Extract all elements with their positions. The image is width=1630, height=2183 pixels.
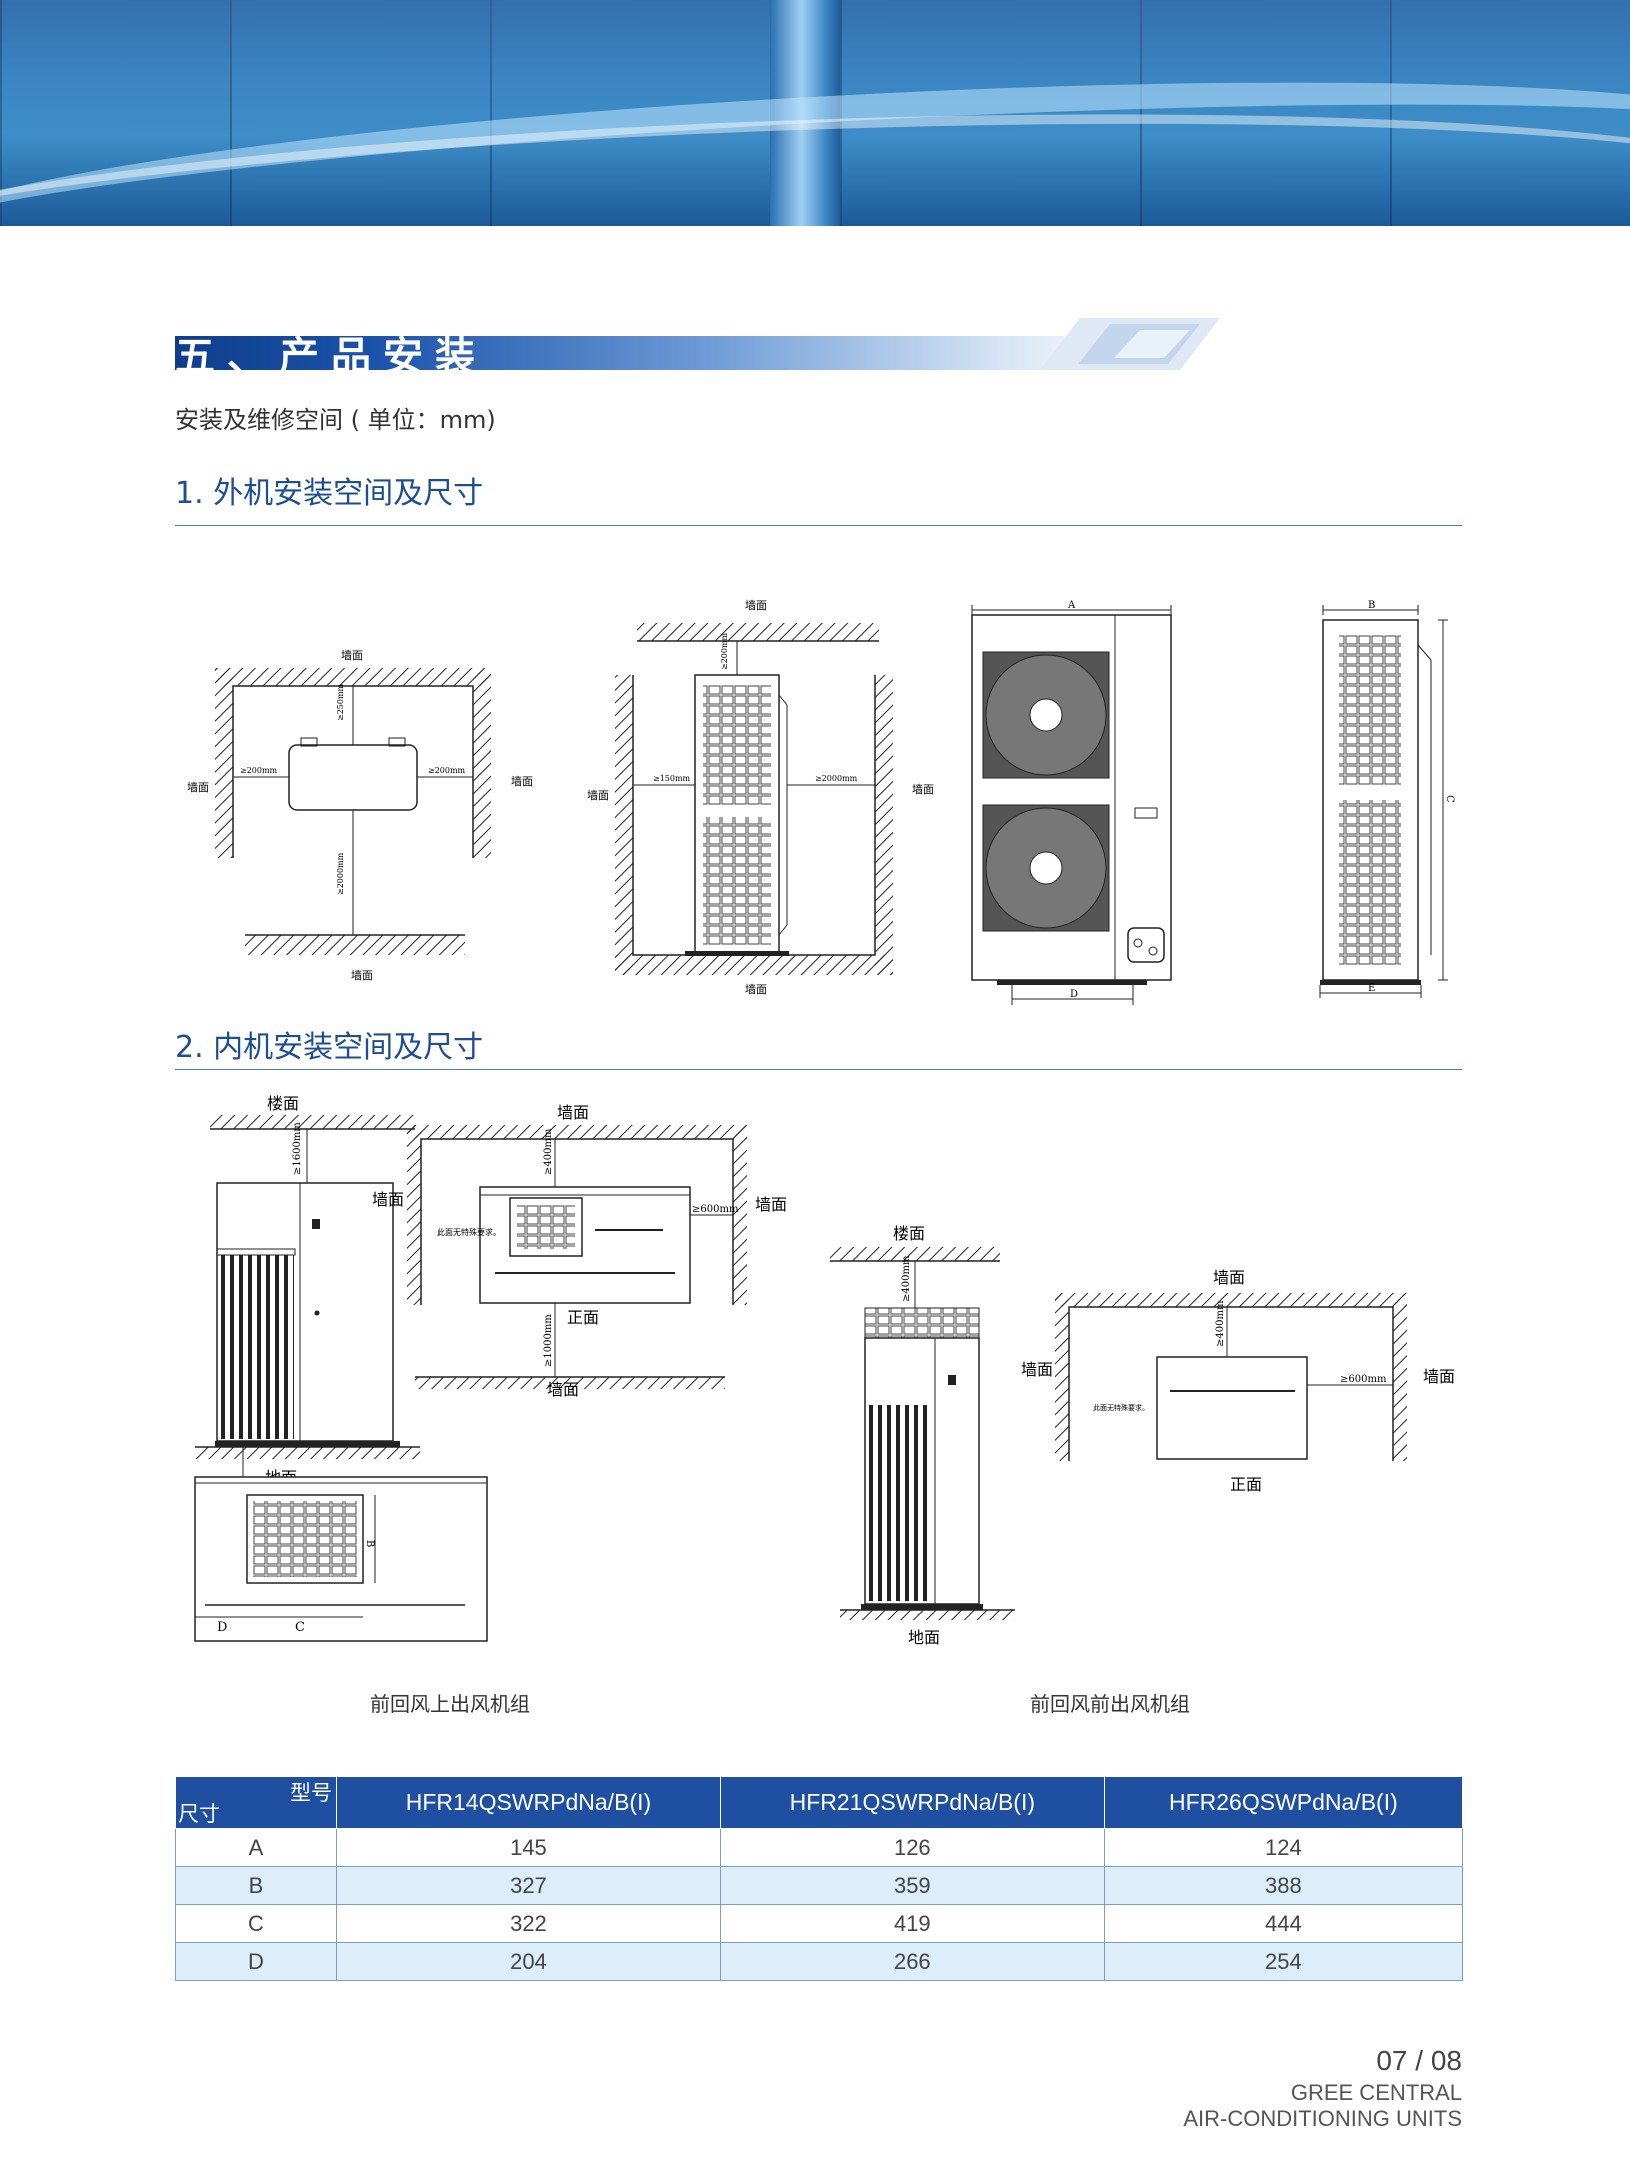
outdoor-front-wall-right: 墙面 [912, 782, 934, 796]
outdoor-front-clear-right: ≥2000mm [815, 774, 858, 783]
indoor-b-wall-bottom: 墙面 [547, 1380, 579, 1399]
indoor-frontflow-top-view: 墙面 墙面 墙面 此面无特殊要求。 ≥400mm ≥600mm 正面 [1021, 1268, 1455, 1494]
outdoor-front-wall-bottom: 墙面 [745, 982, 767, 996]
outdoor-top-clear-right: ≥200mm [428, 766, 466, 775]
indoor-upflow-top-view: 墙面 墙面 墙面 此面无特殊要求。 ≥400mm ≥600mm ≥1000mm … [372, 1103, 787, 1399]
table-cell: 126 [719, 1828, 1105, 1867]
section-stripes-decoration [1040, 318, 1220, 370]
indoor-dim-C: C [295, 1620, 305, 1635]
table-row: B 327 359 388 [175, 1866, 1464, 1905]
indoor-heading-rule [175, 1069, 1462, 1070]
table-cell: 419 [719, 1904, 1105, 1943]
outdoor-top-wall-top: 墙面 [341, 648, 363, 662]
outdoor-dim-A: A [1067, 600, 1076, 611]
indoor-upflow-dimension-view: A B D C [194, 1447, 488, 1642]
table-cell: 388 [1103, 1866, 1464, 1905]
indoor-b-wall-right: 墙面 [755, 1195, 787, 1214]
header-banner [0, 0, 1630, 226]
indoor-b-front-label: 正面 [567, 1308, 599, 1327]
indoor-upflow-side-view: 楼面 ≥1600mm 地面 [195, 1094, 420, 1487]
outdoor-heading: 1. 外机安装空间及尺寸 [175, 476, 484, 511]
outdoor-top-wall-left: 墙面 [187, 780, 209, 794]
table-header-model-3: HFR26QSWPdNa/B(I) [1103, 1776, 1464, 1829]
brand-line-1: GREE CENTRAL [1290, 2080, 1462, 2105]
indoor-b-clear-right: ≥600mm [692, 1204, 739, 1215]
table-corner-model: 型号 [290, 1782, 332, 1805]
table-cell: 322 [336, 1904, 721, 1943]
indoor-d-clear-top: ≥400mm [1215, 1300, 1226, 1347]
outdoor-front-clear-top: ≥200mm [720, 632, 729, 670]
indoor-b-clear-bottom: ≥1000mm [543, 1314, 554, 1367]
indoor-a-floor-label: 楼面 [267, 1094, 299, 1113]
table-cell-dim: B [175, 1866, 337, 1905]
table-row: D 204 266 254 [175, 1942, 1464, 1981]
table-cell: 444 [1103, 1904, 1464, 1943]
page-number: 07 / 08 [1376, 2045, 1462, 2076]
table-row: A 145 126 124 [175, 1828, 1464, 1867]
table-header-model-1: HFR14QSWRPdNa/B(I) [336, 1776, 721, 1829]
indoor-d-wall-top: 墙面 [1213, 1268, 1245, 1287]
indoor-b-clear-top: ≥400mm [543, 1128, 554, 1175]
table-cell: 359 [719, 1866, 1105, 1905]
table-cell-dim: C [175, 1904, 337, 1943]
indoor-a-clear-top: ≥1600mm [292, 1122, 303, 1175]
table-row: C 322 419 444 [175, 1904, 1464, 1943]
table-cell: 254 [1103, 1942, 1464, 1981]
table-cell: 124 [1103, 1828, 1464, 1867]
indoor-diagram: 楼面 ≥1600mm 地面 墙面 墙面 墙面 此面无特殊要求。 ≥400mm [194, 1094, 1455, 1647]
outdoor-top-wall-bottom: 墙面 [351, 968, 373, 982]
outdoor-dim-D: D [1070, 989, 1078, 1000]
indoor-dim-B: B [364, 1540, 375, 1547]
outdoor-diagram: ≥250mm ≥2000mm ≥200mm ≥200mm 墙面 墙面 墙面 墙面… [187, 598, 1455, 1005]
indoor-heading: 2. 内机安装空间及尺寸 [175, 1030, 484, 1065]
indoor-d-wall-left: 墙面 [1021, 1360, 1053, 1379]
outdoor-dim-C: C [1444, 795, 1455, 803]
outdoor-front-clear-left: ≥150mm [653, 774, 691, 783]
outdoor-dim-B: B [1368, 600, 1375, 611]
indoor-d-wall-right: 墙面 [1423, 1367, 1455, 1386]
indoor-d-front-label: 正面 [1230, 1475, 1262, 1494]
outdoor-front-view: ≥200mm ≥150mm ≥2000mm 墙面 墙面 墙面 墙面 [587, 598, 934, 996]
table-cell: 266 [719, 1942, 1105, 1981]
section-title-bar: 五、产品安装 [175, 336, 1135, 370]
indoor-frontflow-side-view: 楼面 ≥400mm 地面 [830, 1224, 1015, 1647]
table-cell: 145 [336, 1828, 721, 1867]
indoor-b-note: 此面无特殊要求。 [437, 1227, 501, 1237]
indoor-d-note: 此面无特殊要求。 [1093, 1403, 1149, 1412]
table-header-model-2: HFR21QSWRPdNa/B(I) [719, 1776, 1105, 1829]
table-cell: 327 [336, 1866, 721, 1905]
brand-line-2: AIR-CONDITIONING UNITS [1183, 2106, 1462, 2131]
indoor-b-wall-left: 墙面 [372, 1190, 404, 1209]
outdoor-top-clear-top: ≥250mm [336, 683, 345, 721]
table-cell: 204 [336, 1942, 721, 1981]
banner-pipe [770, 0, 840, 226]
caption-upflow-unit: 前回风上出风机组 [370, 1692, 530, 1716]
table-corner-header: 型号 尺寸 [175, 1776, 337, 1829]
indoor-c-clear-top: ≥400mm [901, 1255, 912, 1302]
indoor-d-clear-right: ≥600mm [1340, 1374, 1387, 1385]
indoor-c-floor-label: 楼面 [893, 1224, 925, 1243]
outdoor-top-clear-left: ≥200mm [240, 766, 278, 775]
caption-frontflow-unit: 前回风前出风机组 [1030, 1692, 1190, 1716]
outdoor-unit-front: A D [971, 600, 1172, 1005]
table-cell-dim: D [175, 1942, 337, 1981]
indoor-dim-D: D [217, 1620, 227, 1635]
table-cell-dim: A [175, 1828, 337, 1867]
outdoor-top-clear-bottom: ≥2000mm [336, 852, 345, 895]
install-subtitle: 安装及维修空间 ( 单位：mm) [175, 406, 496, 434]
outdoor-unit-side: B C E [1319, 600, 1455, 998]
outdoor-top-wall-right: 墙面 [511, 774, 533, 788]
dimension-table: 型号 尺寸 HFR14QSWRPdNa/B(I) HFR21QSWRPdNa/B… [175, 1776, 1464, 1981]
indoor-c-ground-label: 地面 [908, 1628, 940, 1647]
outdoor-front-wall-left: 墙面 [587, 788, 609, 802]
table-corner-dimension: 尺寸 [178, 1803, 220, 1826]
outdoor-front-wall-top: 墙面 [745, 598, 767, 612]
outdoor-heading-rule [175, 525, 1462, 526]
indoor-b-wall-top: 墙面 [557, 1103, 589, 1122]
outdoor-dim-E: E [1368, 983, 1375, 994]
outdoor-top-view: ≥250mm ≥2000mm ≥200mm ≥200mm 墙面 墙面 墙面 墙面 [187, 648, 533, 982]
section-title: 五、产品安装 [175, 336, 487, 370]
